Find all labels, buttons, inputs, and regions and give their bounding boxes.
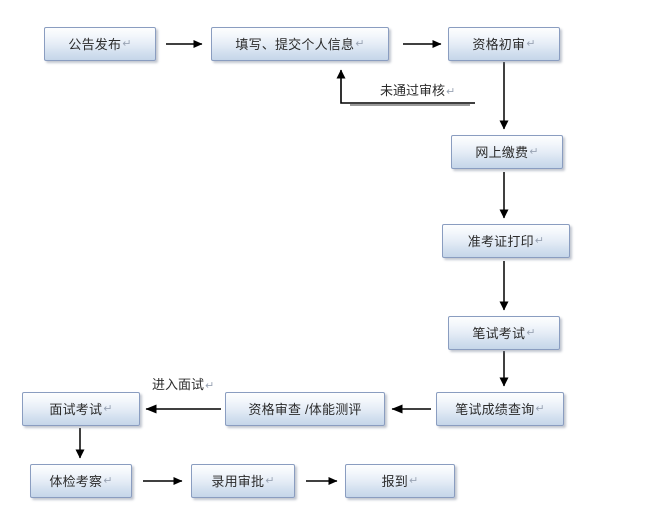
pilcrow-icon: ↵	[529, 145, 539, 158]
edge-label-text: 未通过审核	[380, 83, 446, 98]
node-label: 面试考试	[49, 401, 103, 417]
node-label: 笔试考试	[472, 325, 526, 341]
pilcrow-icon: ↵	[122, 37, 132, 50]
node-label: 资格初审	[472, 36, 526, 52]
node-online-payment[interactable]: 网上缴费↵	[451, 135, 563, 169]
node-label: 资格审查 /体能测评	[248, 401, 362, 417]
pilcrow-icon: ↵	[526, 326, 536, 339]
node-preliminary-qualification-review[interactable]: 资格初审↵	[448, 27, 560, 61]
pilcrow-icon: ↵	[355, 37, 365, 50]
node-employment-approval[interactable]: 录用审批↵	[191, 464, 295, 498]
pilcrow-icon: ↵	[103, 402, 113, 415]
node-label: 体检考察	[49, 473, 103, 489]
pilcrow-icon: ↵	[534, 234, 545, 247]
node-interview-exam[interactable]: 面试考试↵	[22, 392, 140, 426]
pilcrow-icon: ↵	[103, 474, 113, 487]
pilcrow-icon: ↵	[535, 402, 545, 415]
node-label: 公告发布	[68, 36, 122, 52]
edge-label-text: 进入面试	[152, 377, 205, 392]
node-submit-personal-info[interactable]: 填写、提交个人信息↵	[211, 27, 389, 61]
pilcrow-icon: ↵	[408, 474, 419, 487]
node-written-score-inquiry[interactable]: 笔试成绩查询↵	[436, 392, 564, 426]
edge-label-review-failed: 未通过审核↵	[380, 84, 455, 98]
node-label: 网上缴费	[475, 144, 529, 160]
pilcrow-icon: ↵	[526, 37, 536, 50]
node-label: 填写、提交个人信息	[235, 36, 355, 52]
node-medical-exam-and-investigation[interactable]: 体检考察↵	[30, 464, 132, 498]
pilcrow-icon: ↵	[265, 474, 275, 487]
edge-label-enter-interview: 进入面试↵	[152, 378, 214, 392]
node-written-exam[interactable]: 笔试考试↵	[448, 316, 560, 350]
node-announcement-release[interactable]: 公告发布↵	[44, 27, 156, 61]
node-label: 报到	[381, 473, 408, 489]
node-label: 笔试成绩查询	[455, 401, 535, 417]
pilcrow-icon: ↵	[205, 380, 215, 392]
node-report-for-duty[interactable]: 报到↵	[345, 464, 455, 498]
pilcrow-icon: ↵	[446, 86, 456, 98]
node-label: 准考证打印	[467, 233, 534, 249]
node-admission-ticket-print[interactable]: 准考证打印↵	[442, 224, 570, 258]
node-qualification-and-fitness-assessment[interactable]: 资格审查 /体能测评	[225, 392, 385, 426]
node-label: 录用审批	[211, 473, 265, 489]
